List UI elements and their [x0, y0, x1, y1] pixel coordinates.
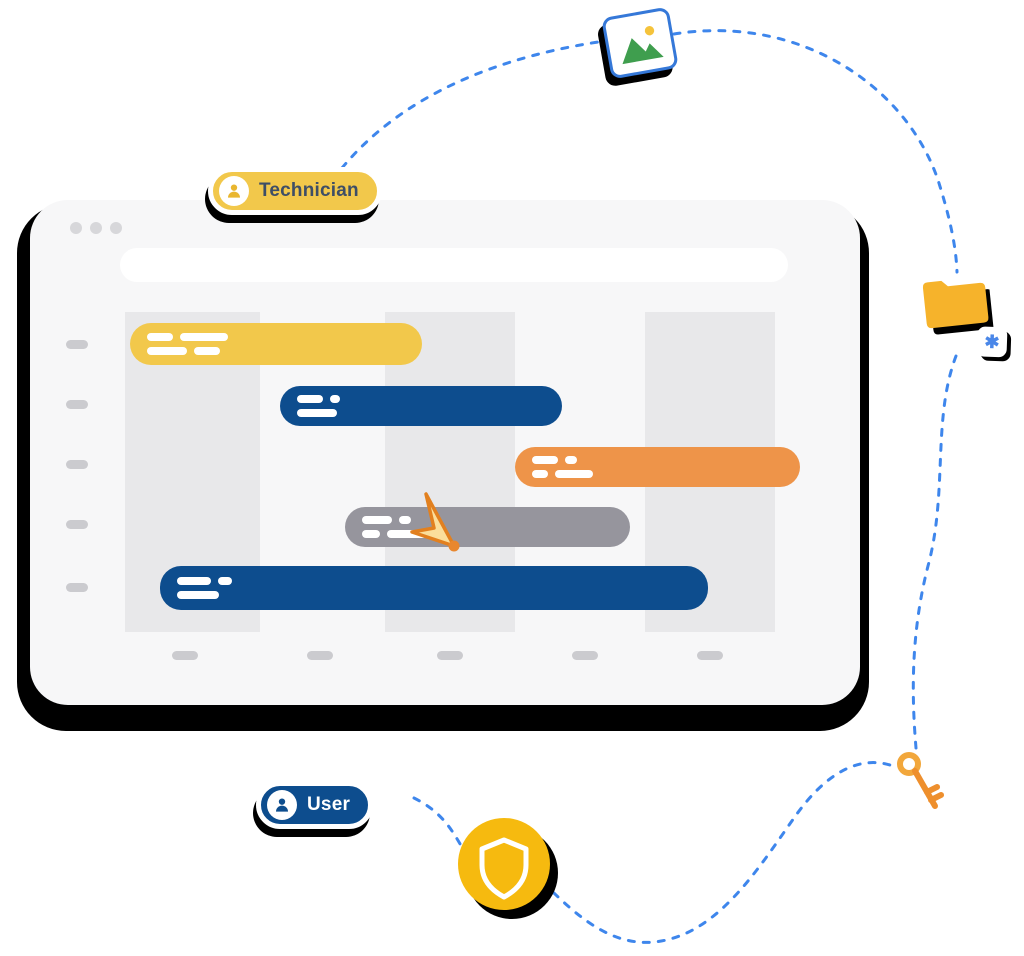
- cursor-arrow-icon: [410, 492, 460, 552]
- address-bar[interactable]: [120, 248, 788, 282]
- column-label-marker: [572, 651, 598, 660]
- text-placeholder-dash: [362, 530, 380, 538]
- technician-badge[interactable]: Technician: [208, 167, 382, 215]
- bar-text-placeholder-row: [362, 516, 630, 524]
- row-label-marker: [66, 460, 88, 469]
- connector-technician-to-image: [340, 40, 600, 170]
- bar-text-placeholder-row: [297, 409, 562, 417]
- person-icon: [267, 790, 297, 820]
- gantt-bar-task-4[interactable]: [345, 507, 630, 547]
- asterisk-badge-icon: ✱: [976, 326, 1008, 358]
- key-icon: [893, 750, 949, 816]
- row-label-marker: [66, 520, 88, 529]
- bar-text-placeholder-row: [532, 456, 800, 464]
- text-placeholder-dash: [330, 395, 340, 403]
- text-placeholder-dash: [532, 470, 548, 478]
- user-badge[interactable]: User: [256, 781, 374, 829]
- text-placeholder-dash: [177, 591, 219, 599]
- row-label-marker: [66, 400, 88, 409]
- image-icon: [601, 6, 679, 80]
- browser-window: [30, 200, 860, 705]
- column-label-marker: [437, 651, 463, 660]
- connector-user-to-shield: [412, 796, 465, 851]
- column-label-marker: [172, 651, 198, 660]
- text-placeholder-dash: [399, 516, 411, 524]
- shield-icon: [458, 818, 550, 910]
- connector-shield-to-key: [541, 761, 900, 944]
- text-placeholder-dash: [387, 530, 427, 538]
- bar-text-placeholder-row: [147, 333, 422, 341]
- text-placeholder-dash: [297, 409, 337, 417]
- gantt-bar-task-3[interactable]: [515, 447, 800, 487]
- gantt-bar-task-2[interactable]: [280, 386, 562, 426]
- row-label-marker: [66, 340, 88, 349]
- gantt-bar-task-1[interactable]: [130, 323, 422, 365]
- bar-text-placeholder-row: [532, 470, 800, 478]
- window-controls: [70, 222, 122, 234]
- window-dot: [110, 222, 122, 234]
- bar-text-placeholder-row: [177, 591, 708, 599]
- text-placeholder-dash: [362, 516, 392, 524]
- gantt-chart: [30, 200, 860, 705]
- connector-folder-to-key: [911, 354, 958, 750]
- text-placeholder-dash: [147, 347, 187, 355]
- folder-icon: ✱: [918, 270, 1008, 360]
- column-label-marker: [307, 651, 333, 660]
- user-label: User: [307, 794, 351, 815]
- person-icon: [219, 176, 249, 206]
- bar-text-placeholder-row: [362, 530, 630, 538]
- row-label-marker: [66, 583, 88, 592]
- text-placeholder-dash: [147, 333, 173, 341]
- technician-label: Technician: [259, 180, 359, 201]
- text-placeholder-dash: [555, 470, 593, 478]
- window-dot: [90, 222, 102, 234]
- gantt-bar-task-5[interactable]: [160, 566, 708, 610]
- text-placeholder-dash: [180, 333, 228, 341]
- bar-text-placeholder-row: [147, 347, 422, 355]
- text-placeholder-dash: [177, 577, 211, 585]
- column-label-marker: [697, 651, 723, 660]
- text-placeholder-dash: [297, 395, 323, 403]
- text-placeholder-dash: [532, 456, 558, 464]
- text-placeholder-dash: [194, 347, 220, 355]
- text-placeholder-dash: [565, 456, 577, 464]
- text-placeholder-dash: [218, 577, 232, 585]
- bar-text-placeholder-row: [177, 577, 708, 585]
- window-dot: [70, 222, 82, 234]
- bar-text-placeholder-row: [297, 395, 562, 403]
